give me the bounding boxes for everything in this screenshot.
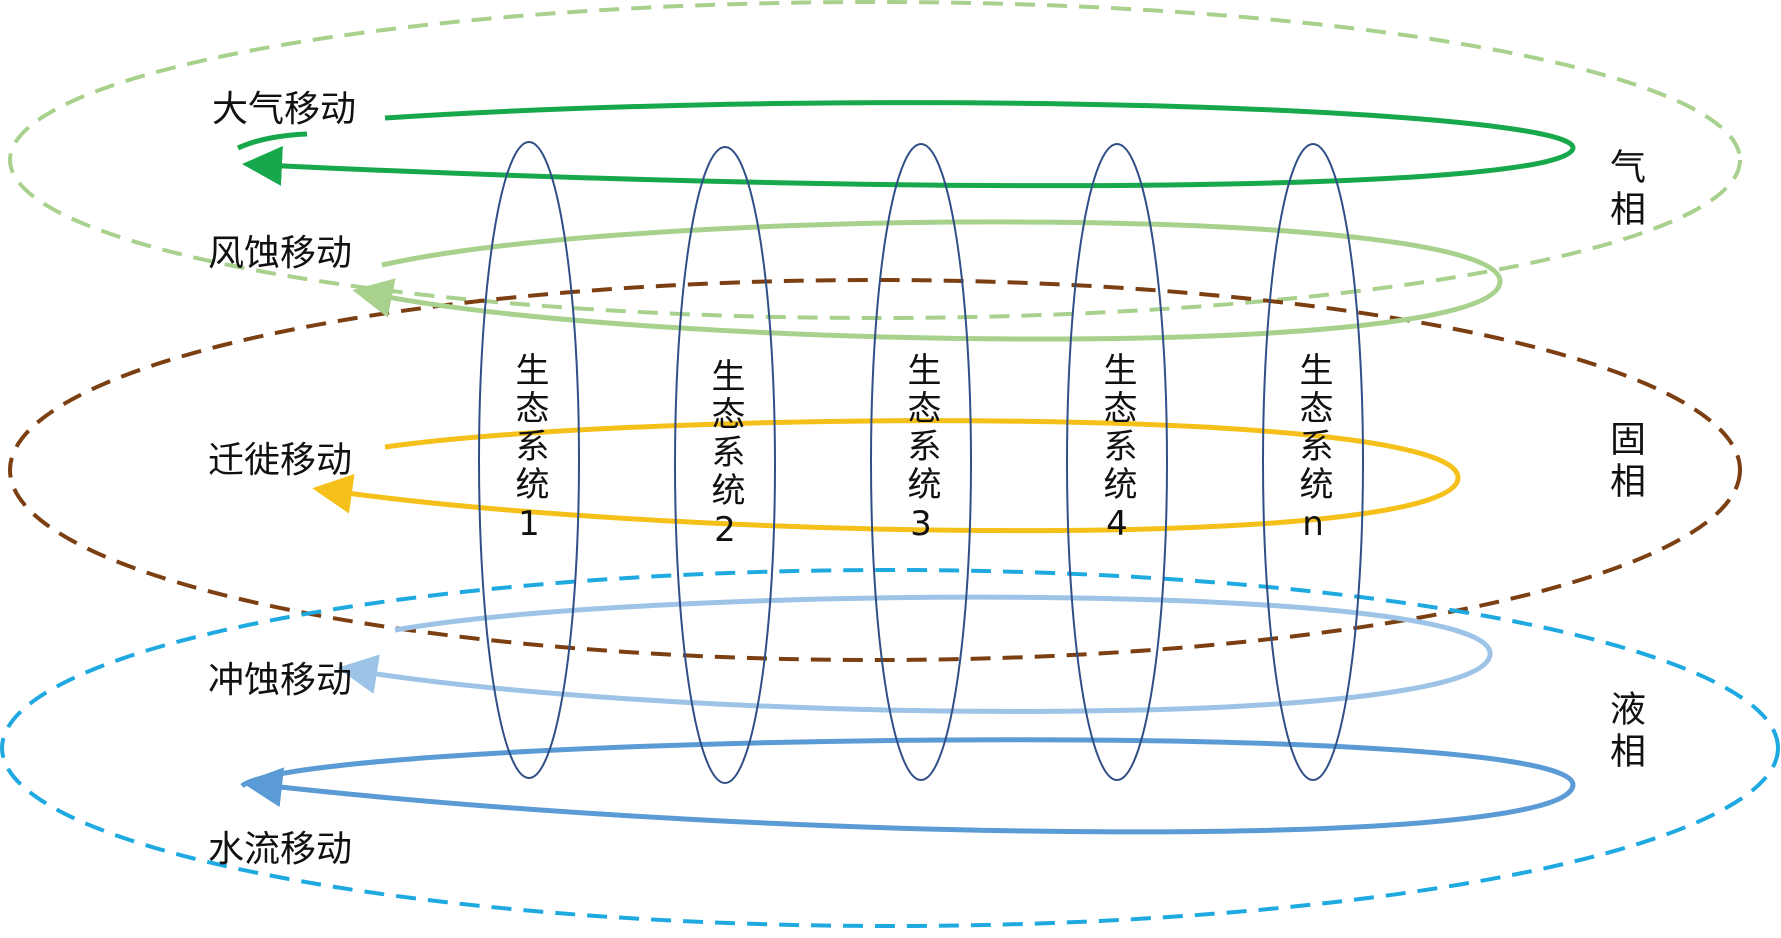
solid-phase-label: 固相 <box>1604 420 1645 504</box>
migration-flow-label: 迁徙移动 <box>208 440 353 481</box>
liquid-phase-ellipse <box>0 568 1780 928</box>
ecosystem-2-label: 生态系统2 <box>705 358 745 554</box>
wind-erosion-flow-label: 风蚀移动 <box>208 233 353 274</box>
ecosystem-n-ellipse <box>1262 143 1364 781</box>
ecosystem-1-label: 生态系统1 <box>509 352 549 548</box>
water-erosion-flow-loop <box>337 594 1493 714</box>
ecosystem-3-ellipse <box>870 143 972 781</box>
solid-phase-ellipse <box>8 278 1742 662</box>
migration-flow-loop <box>312 418 1461 534</box>
ecosystem-4-label: 生态系统4 <box>1097 352 1137 548</box>
ecosystem-4-ellipse <box>1066 143 1168 781</box>
atmospheric-flow-label: 大气移动 <box>212 89 357 130</box>
wind-erosion-flow-loop <box>352 219 1503 342</box>
ecosystem-2-ellipse <box>674 146 776 784</box>
water-erosion-flow-label: 冲蚀移动 <box>208 660 353 701</box>
ecosystem-3-label: 生态系统3 <box>901 352 941 548</box>
liquid-phase-label: 液相 <box>1604 690 1645 774</box>
gas-phase-ellipse <box>8 0 1742 320</box>
water-flow-label: 水流移动 <box>208 829 353 870</box>
ecosystem-n-label: 生态系统n <box>1293 352 1333 548</box>
water-flow-loop <box>240 737 1576 835</box>
gas-phase-label: 气相 <box>1604 148 1645 232</box>
atmospheric-flow-loop <box>242 100 1576 189</box>
atmospheric-flow-tail <box>236 131 308 151</box>
ecosystem-1-ellipse <box>478 141 580 779</box>
